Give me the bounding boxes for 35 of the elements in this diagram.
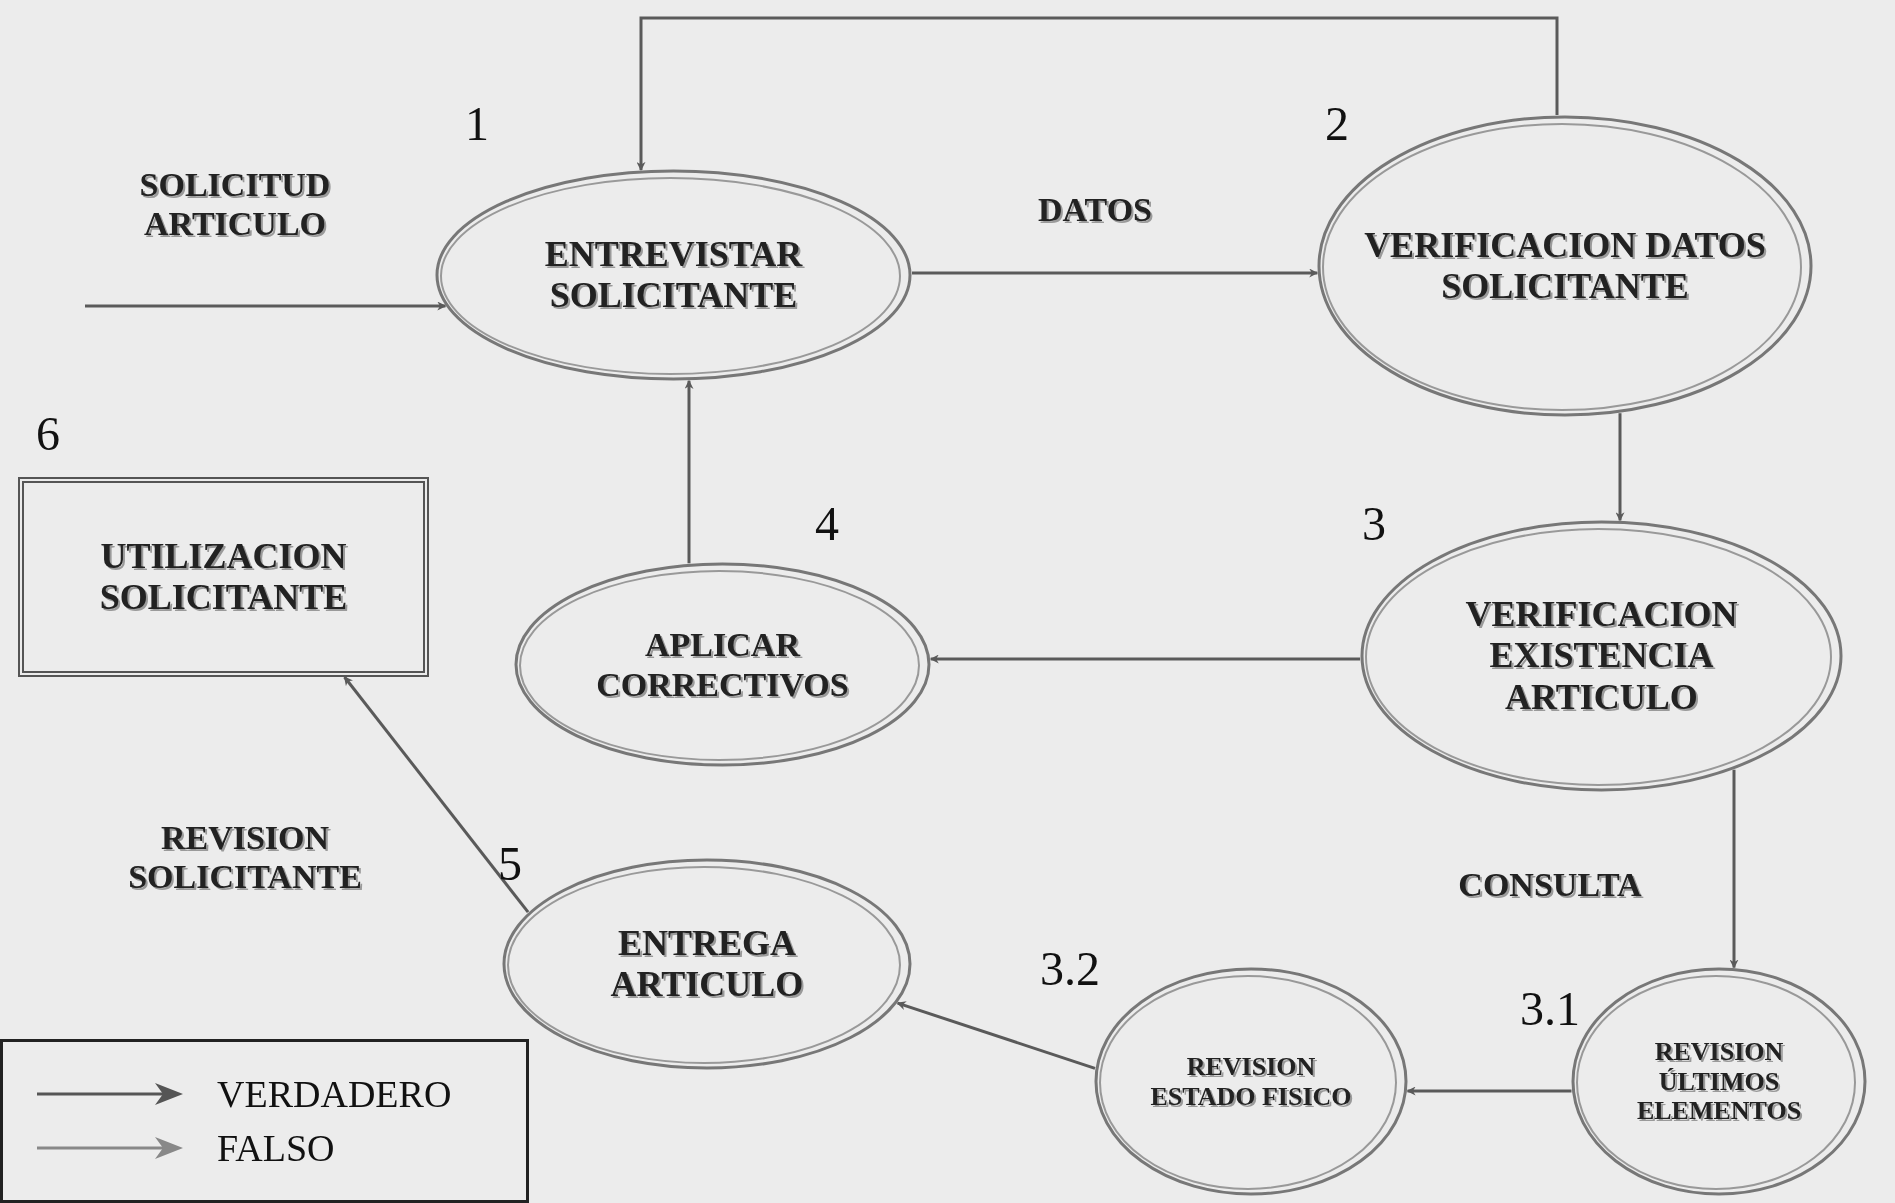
step-number: 6 [36,410,60,458]
arrow [1729,769,1739,969]
arrow [1615,413,1625,522]
process-label: REVISION ESTADO FISICO [1149,1051,1353,1112]
process-ellipse [514,562,931,767]
arrow [896,1001,1096,1070]
step-number: 4 [815,500,839,548]
legend-label: FALSO [217,1129,335,1167]
step-number: 3.1 [1520,985,1580,1033]
process-box [18,477,429,677]
process-label: ENTREGA ARTICULO [609,922,805,1006]
step-number: 3 [1362,500,1386,548]
arrow [684,379,694,564]
process-label: UTILIZACION SOLICITANTE [98,535,349,619]
edge-label: SOLICITUD ARTICULO [138,165,332,244]
arrow [929,654,1361,664]
step-number: 3.2 [1040,945,1100,993]
process-label: VERIFICACION EXISTENCIA ARTICULO [1464,593,1739,719]
legend-label: VERDADERO [217,1075,452,1113]
process-label: VERIFICACION DATOS SOLICITANTE [1363,224,1767,308]
arrow [636,16,1559,171]
arrow [343,676,530,914]
edge-label: REVISION SOLICITANTE [127,818,363,897]
step-number: 5 [498,840,522,888]
process-label: ENTREVISTAR SOLICITANTE [543,233,804,317]
edge-label: DATOS [1037,190,1153,230]
arrow [1406,1086,1572,1096]
step-number: 2 [1325,100,1349,148]
process-label: APLICAR CORRECTIVOS [595,625,850,704]
arrow [85,301,447,311]
edge-label: CONSULTA [1457,865,1643,905]
arrow [912,268,1319,278]
process-ellipse [435,169,912,381]
step-number: 1 [465,100,489,148]
process-label: REVISION ÚLTIMOS ELEMENTOS [1635,1036,1803,1127]
